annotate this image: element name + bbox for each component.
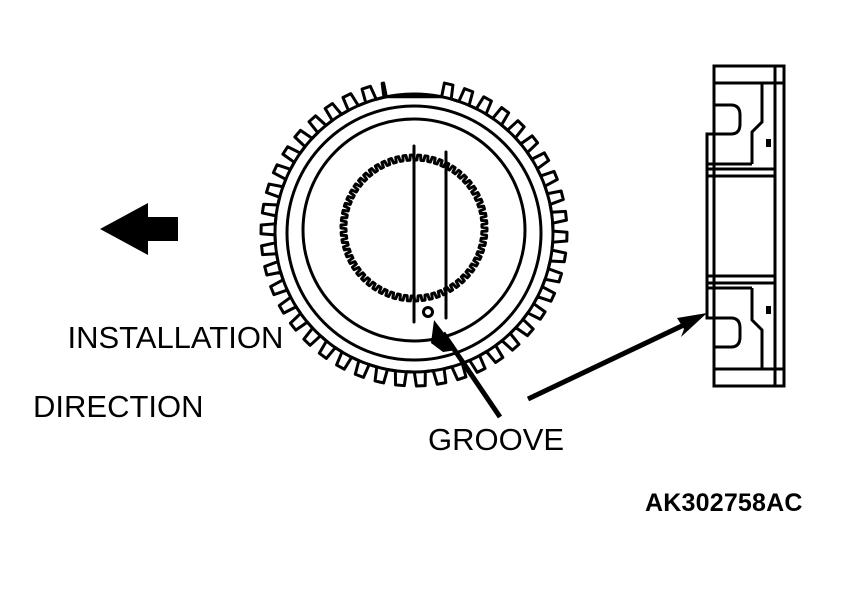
installation-direction-label: INSTALLATION DIRECTION <box>33 286 283 494</box>
side-outer-body <box>712 64 786 388</box>
figure-code-label: AK302758AC <box>645 489 803 517</box>
installation-direction-line1: INSTALLATION <box>67 319 284 355</box>
groove-leader-side-line <box>526 320 690 402</box>
spline-bore-teeth <box>339 153 489 303</box>
side-upper-pin-dot <box>766 139 771 147</box>
groove-marker-circle <box>422 306 434 318</box>
side-lower-notch-right <box>750 288 775 371</box>
installation-direction-arrow <box>100 203 178 255</box>
side-upper-notch-left <box>705 83 742 164</box>
annotation-arrows <box>100 203 707 419</box>
groove-label: GROOVE <box>428 422 565 457</box>
hub-mid-circle <box>301 117 527 343</box>
side-lower-pin-dot <box>766 306 771 314</box>
groove-leader-front-arrowhead <box>431 320 457 352</box>
groove-leader-to-front-view <box>431 320 503 419</box>
installation-direction-line2: DIRECTION <box>33 389 204 425</box>
side-section-view <box>705 64 786 388</box>
side-lower-notch-left <box>705 288 742 369</box>
side-upper-notch-right <box>750 81 775 164</box>
front-view-gear-ring <box>259 81 569 388</box>
tooth-root-circle <box>273 92 555 374</box>
groove-leader-side-arrowhead <box>677 313 707 337</box>
groove-leader-to-side-view <box>526 313 707 402</box>
hub-ring-circle <box>285 104 543 362</box>
